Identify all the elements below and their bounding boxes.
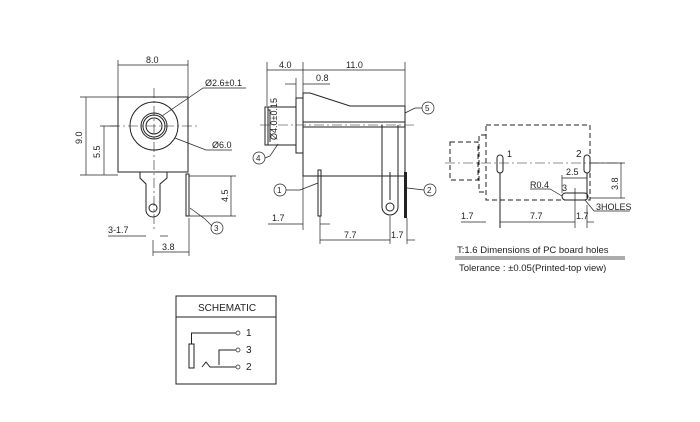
front-height-label: 9.0 bbox=[74, 131, 84, 144]
side-pin-spacing-label: 7.7 bbox=[344, 230, 357, 240]
pcb-height-label: 3.8 bbox=[610, 177, 620, 190]
pcb-offset-right-label: 1.7 bbox=[576, 211, 589, 221]
front-view: 8.0 9.0 5.5 Ø2.6±0.1 Ø6.0 4.5 3 3-1.7 3.… bbox=[74, 55, 246, 256]
callout-4-label: 4 bbox=[256, 154, 261, 163]
pcb-offset-left-label: 1.7 bbox=[461, 211, 474, 221]
callout-5-label: 5 bbox=[425, 104, 430, 113]
hole-3-label: 3 bbox=[562, 183, 567, 193]
spacing-small-label: 2.5 bbox=[566, 167, 579, 177]
front-center-label: 5.5 bbox=[92, 145, 102, 158]
callout-2-label: 2 bbox=[427, 186, 432, 195]
hole-2-label: 2 bbox=[576, 149, 582, 160]
front-width-label: 8.0 bbox=[146, 55, 159, 65]
pin-length-label: 4.5 bbox=[220, 189, 230, 202]
side-offset-left-label: 1.7 bbox=[272, 213, 285, 223]
schematic-pin-1: 1 bbox=[246, 328, 252, 339]
pcb-hole-view: 1 2 3 2.5 3.8 R0.4 3HOLES 1.7 7.7 1.7 T:… bbox=[445, 124, 632, 274]
radius-label: R0.4 bbox=[530, 180, 549, 190]
tolerance-note: Tolerance : ±0.05(Printed-top view) bbox=[459, 263, 606, 274]
flange-label: 0.8 bbox=[316, 73, 329, 83]
body-length-label: 11.0 bbox=[346, 60, 363, 70]
pcb-title: T:1.6 Dimensions of PC board holes bbox=[457, 245, 609, 256]
pin-width-label: 3-1.7 bbox=[108, 225, 129, 235]
schematic-title: SCHEMATIC bbox=[198, 303, 256, 314]
pcb-pin-spacing-label: 7.7 bbox=[530, 211, 543, 221]
schematic-pin-2: 2 bbox=[246, 362, 252, 373]
pin-spacing-label: 3.8 bbox=[162, 242, 175, 252]
hole-1-label: 1 bbox=[507, 149, 512, 159]
outer-diameter-label: Ø6.0 bbox=[212, 140, 232, 150]
side-offset-right-label: 1.7 bbox=[391, 230, 404, 240]
schematic-pin-3: 3 bbox=[246, 345, 252, 356]
side-view: 4.0 11.0 0.8 Ø4.0±0.15 4 5 1 2 1.7 7.7 1… bbox=[252, 60, 437, 244]
holes-label: 3HOLES bbox=[596, 202, 632, 212]
schematic-box: SCHEMATIC 1 3 2 bbox=[175, 295, 277, 385]
barrel-length-label: 4.0 bbox=[279, 60, 292, 70]
barrel-diameter-label: Ø4.0±0.15 bbox=[269, 98, 279, 140]
callout-1-label: 1 bbox=[277, 186, 282, 195]
callout-3-label: 3 bbox=[214, 224, 219, 233]
hole-diameter-label: Ø2.6±0.1 bbox=[205, 78, 242, 88]
